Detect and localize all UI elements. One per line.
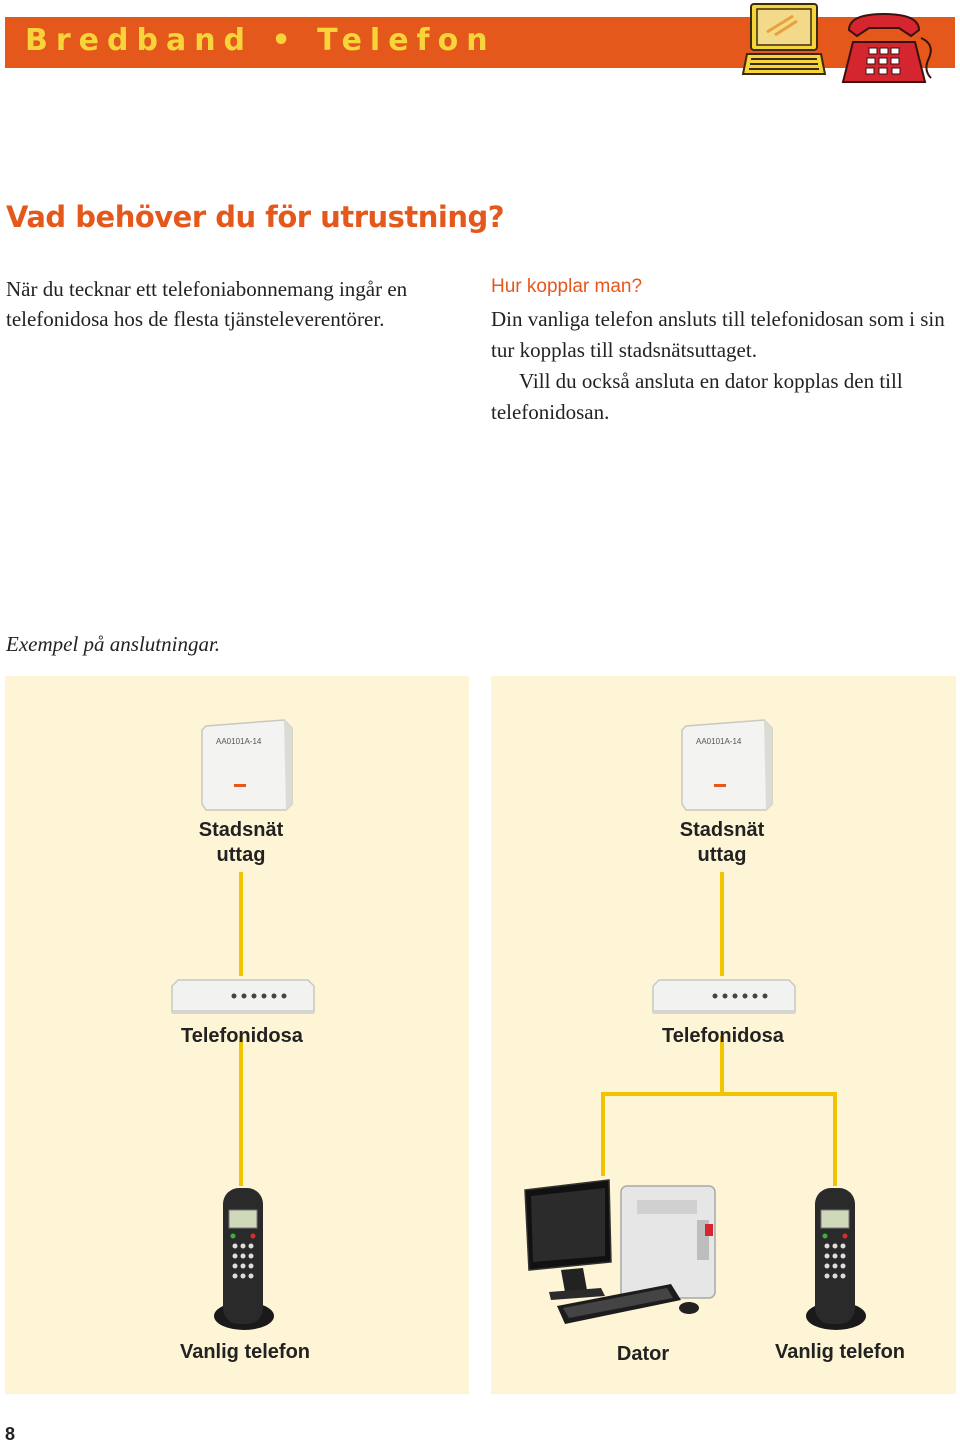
page-number: 8 [5,1424,15,1445]
header-banner: Bredband • Telefon [5,17,955,68]
outlet-code: AA0101A-14 [216,737,262,746]
telefonidosa-label: Telefonidosa [181,1024,301,1049]
computer-label: Dator [593,1342,693,1367]
banner-title: Bredband • Telefon [25,23,496,58]
how-paragraph-2: Vill du också ansluta en dator kopplas d… [491,366,951,428]
connection-panel-phone: AA0101A-14 Stadsnät uttag Telefonidosa V… [5,676,469,1394]
wall-outlet-image: AA0101A-14 [680,716,776,812]
outlet-label-line2: uttag [672,843,772,868]
wall-outlet-image: AA0101A-14 [200,716,296,812]
outlet-label-line1: Stadsnät [191,818,291,843]
laptop-icon [745,2,825,84]
telefonidosa-image [649,976,799,1018]
how-title: Hur kopplar man? [491,274,951,300]
diagram-caption: Exempel på anslutningar. [6,632,220,657]
phone-label: Vanlig telefon [770,1340,910,1365]
cordless-phone-image [801,1184,871,1334]
banner-icons [745,2,945,84]
outlet-code: AA0101A-14 [696,737,742,746]
telefonidosa-label: Telefonidosa [662,1024,782,1049]
intro-text: När du tecknar ett telefoniabonnemang in… [6,274,456,334]
how-paragraph-1: Din vanliga telefon ansluts till telefon… [491,304,951,366]
outlet-label-line1: Stadsnät [672,818,772,843]
how-section: Hur kopplar man? Din vanliga telefon ans… [491,274,951,428]
outlet-label-line2: uttag [191,843,291,868]
telephone-icon [839,8,939,90]
telefonidosa-image [168,976,318,1018]
page-heading: Vad behöver du för utrustning? [6,200,504,234]
cordless-phone-image [209,1184,279,1334]
connection-panel-computer: AA0101A-14 Stadsnät uttag Telefonidosa D… [491,676,956,1394]
phone-label: Vanlig telefon [175,1340,315,1365]
computer-image [521,1180,721,1330]
